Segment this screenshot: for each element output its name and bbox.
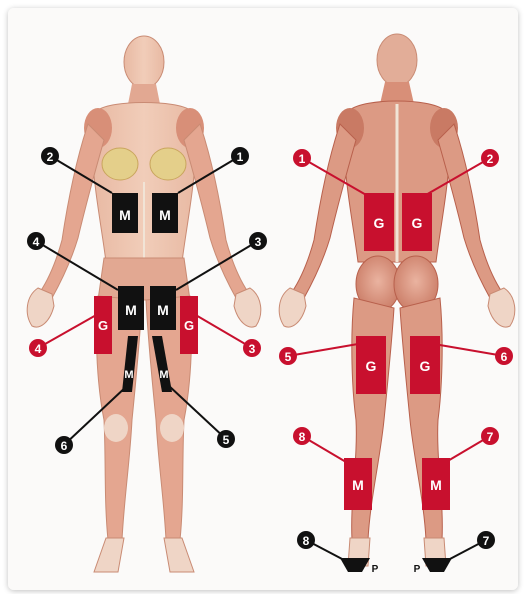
front-breast-right xyxy=(102,148,138,180)
pad-label: M xyxy=(430,477,442,493)
front-breast-left xyxy=(150,148,186,180)
pad-label: M xyxy=(352,477,364,493)
pad-label: P xyxy=(372,564,379,575)
pad-label: G xyxy=(184,318,194,333)
marker-number: 6 xyxy=(61,439,68,453)
pad-label: M xyxy=(159,369,168,381)
marker-number: 8 xyxy=(303,534,310,548)
pad-label: P xyxy=(414,564,421,575)
back-head xyxy=(377,34,417,86)
pad-label: M xyxy=(159,207,171,223)
front-head xyxy=(124,36,164,88)
marker-number: 5 xyxy=(223,433,230,447)
pad-label: G xyxy=(98,318,108,333)
marker-number: 1 xyxy=(237,150,244,164)
pad-label: G xyxy=(412,215,423,231)
marker-number: 1 xyxy=(299,152,306,166)
marker-number: 8 xyxy=(299,430,306,444)
pad-label: M xyxy=(157,302,169,318)
pad-label: M xyxy=(125,302,137,318)
marker-number: 7 xyxy=(483,534,490,548)
pad-label: G xyxy=(374,215,385,231)
marker-number: 4 xyxy=(35,342,42,356)
pad-label: G xyxy=(420,358,431,374)
marker-number: 4 xyxy=(33,235,40,249)
marker-number: 2 xyxy=(47,150,54,164)
pad-label: M xyxy=(124,369,133,381)
marker-number: 2 xyxy=(487,152,494,166)
marker-number: 6 xyxy=(501,350,508,364)
pad-label: M xyxy=(119,207,131,223)
marker-number: 3 xyxy=(255,235,262,249)
front-knee-right xyxy=(104,414,128,442)
marker-number: 7 xyxy=(487,430,494,444)
front-neck xyxy=(128,84,160,104)
marker-number: 5 xyxy=(285,350,292,364)
pad-label: G xyxy=(366,358,377,374)
front-knee-left xyxy=(160,414,184,442)
marker-number: 3 xyxy=(249,342,256,356)
